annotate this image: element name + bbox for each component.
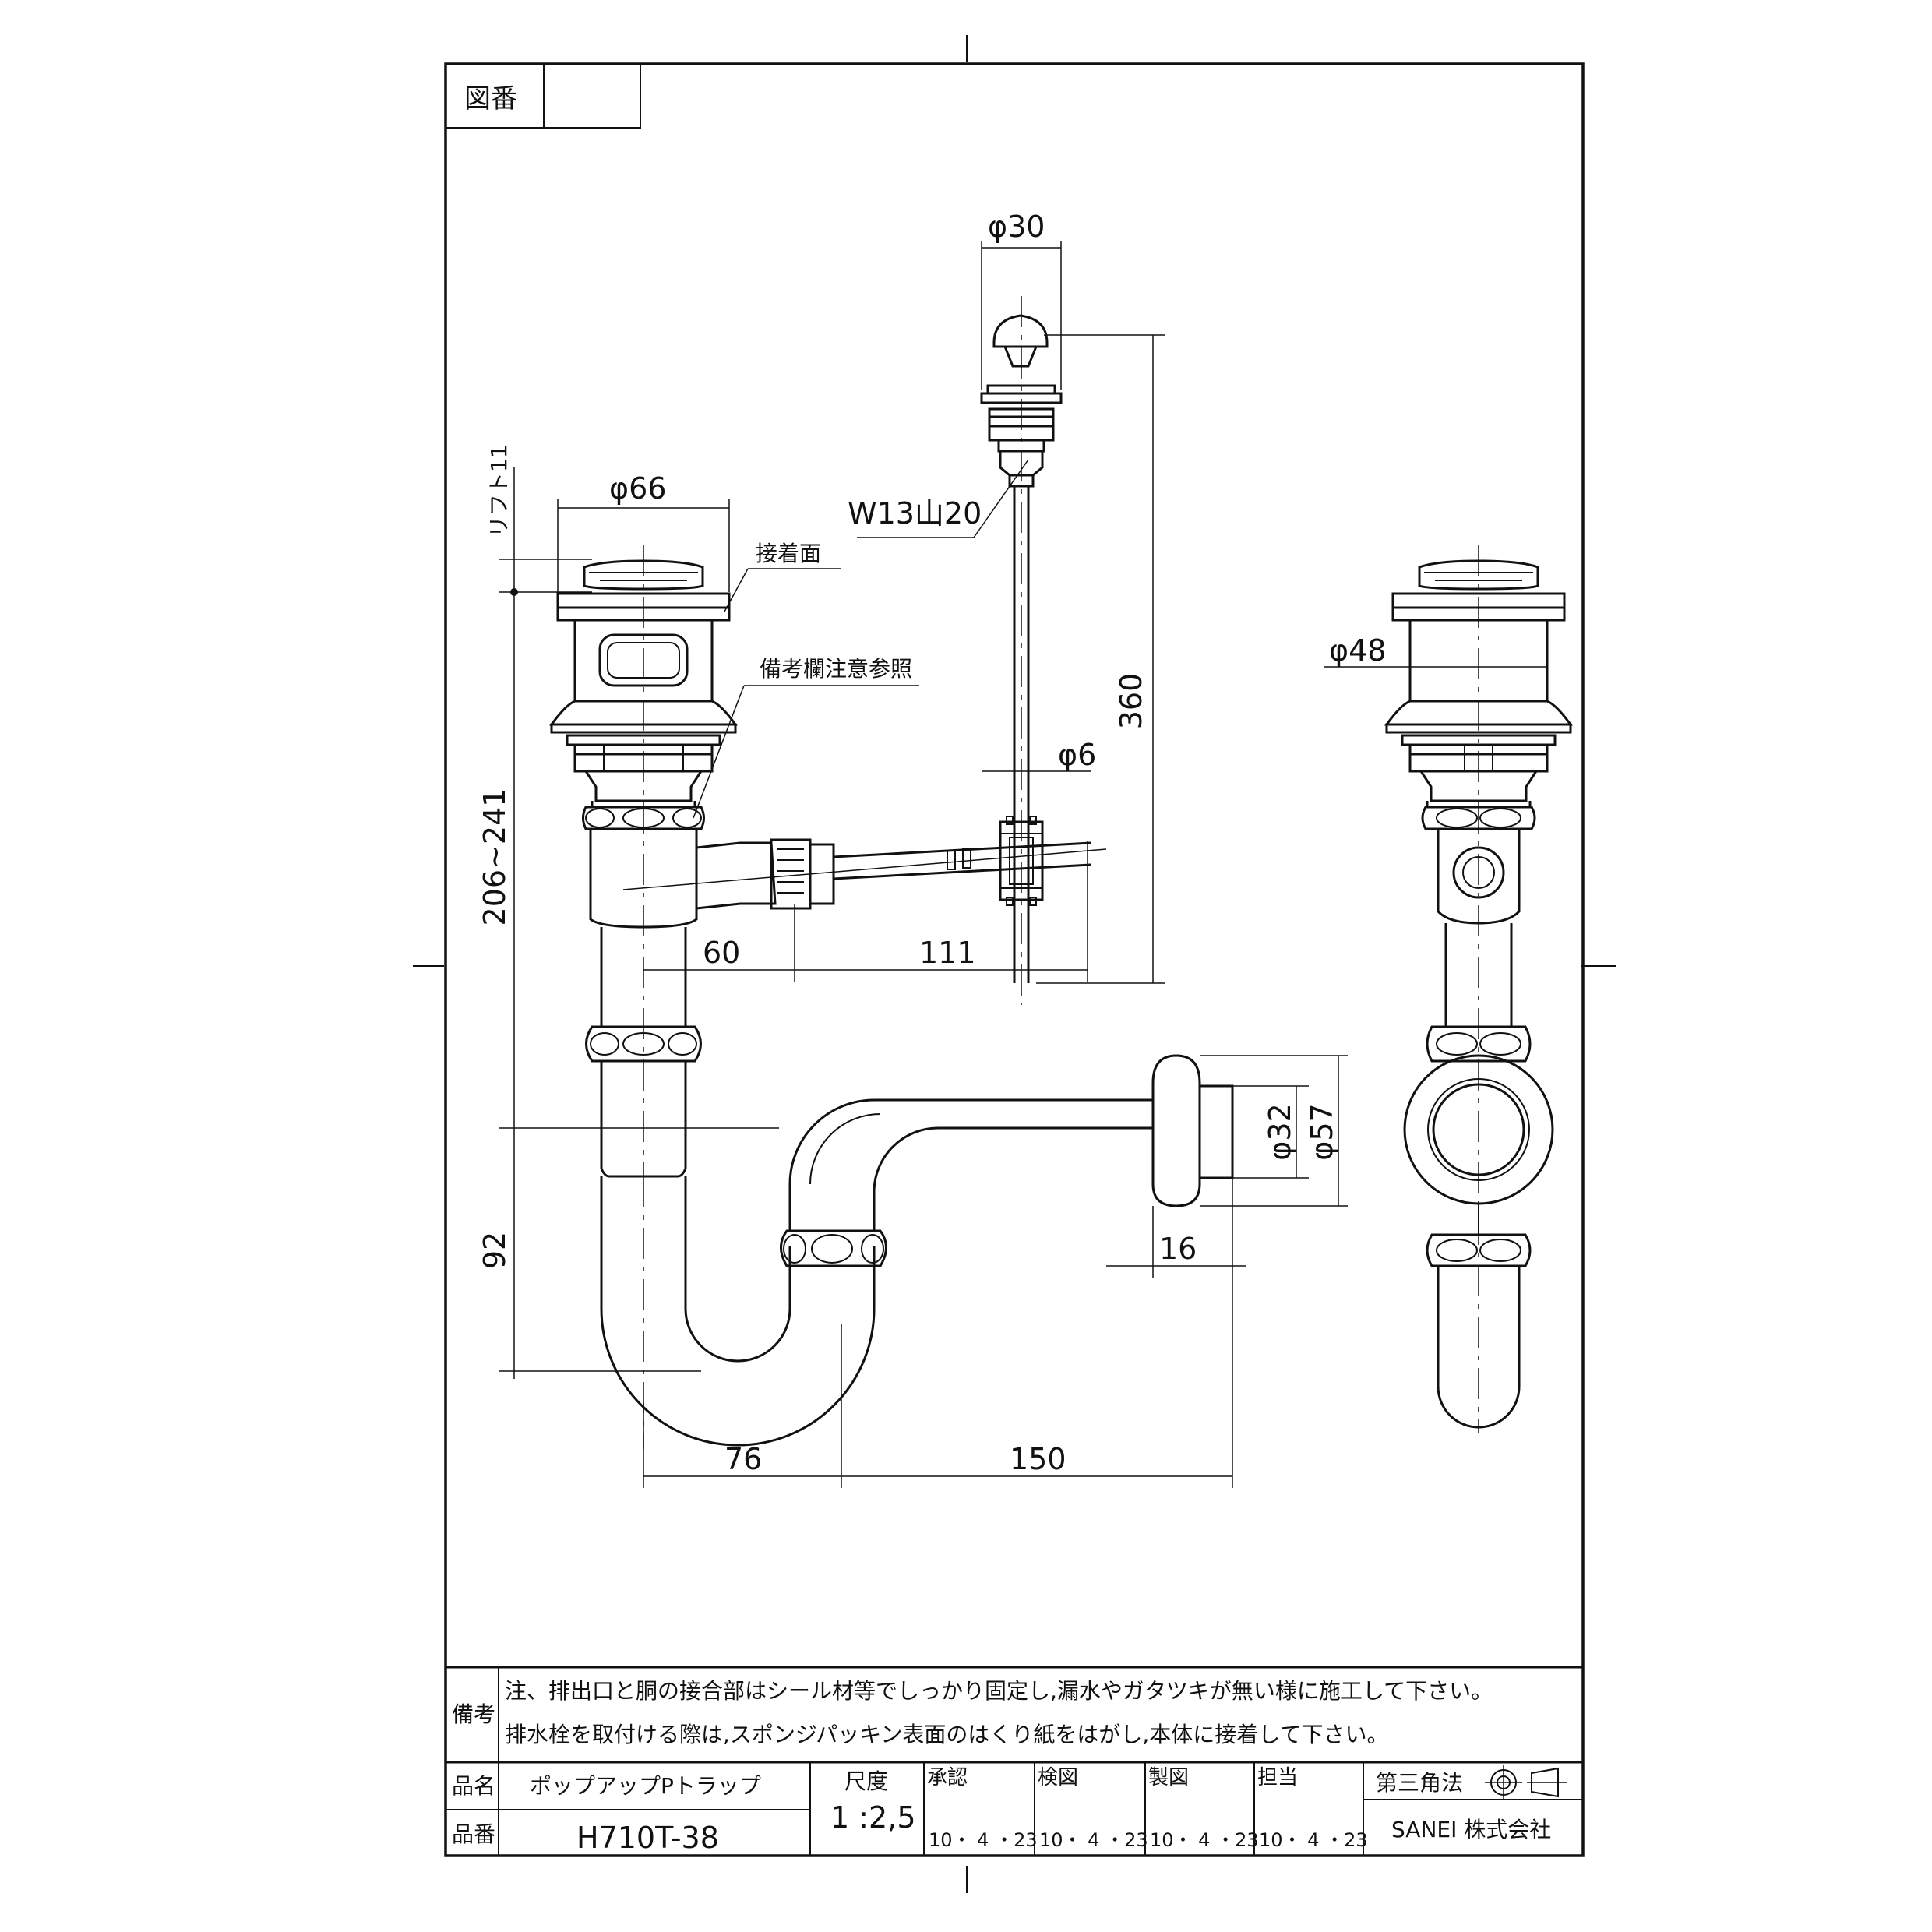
dim-60: 60 [703, 936, 740, 970]
scale-value: 1 :2,5 [830, 1800, 916, 1835]
part-no: H710T-38 [576, 1821, 719, 1855]
projection-symbol-icon [1485, 1765, 1567, 1800]
drawing-frame [444, 62, 1585, 1857]
dim-phi66: φ66 [609, 471, 666, 506]
dim-phi30: φ30 [988, 210, 1045, 244]
charge-label: 担当 [1257, 1766, 1298, 1789]
dim-360: 360 [1114, 673, 1148, 730]
inspect-label: 検図 [1038, 1766, 1078, 1789]
approve-date: 10・ 4 ・23 [929, 1829, 1038, 1851]
note-adhesive: 接着面 [756, 541, 821, 566]
dim-phi57: φ57 [1305, 1103, 1339, 1160]
dim-76: 76 [724, 1442, 762, 1476]
popup-rod [980, 296, 1063, 1005]
dim-lift: リフト11 [486, 444, 512, 538]
drawing-number-box: 図番 [445, 63, 641, 129]
approve-label: 承認 [927, 1766, 968, 1789]
dimension-lines [499, 242, 1547, 1488]
inspect-date: 10・ 4 ・23 [1039, 1829, 1148, 1851]
dim-150: 150 [1010, 1442, 1066, 1476]
part-no-label: 品番 [452, 1821, 495, 1847]
drawing-number-label: 図番 [464, 83, 517, 115]
dim-height-range: 206~241 [478, 788, 512, 926]
draft-date: 10・ 4 ・23 [1150, 1829, 1259, 1851]
scale-label: 尺度 [844, 1768, 888, 1794]
wall-flange [1151, 1054, 1234, 1208]
dim-16: 16 [1159, 1232, 1197, 1266]
projection-label: 第三角法 [1376, 1770, 1463, 1796]
dim-thread: W13山20 [848, 496, 982, 531]
dim-phi32: φ32 [1263, 1103, 1297, 1160]
drain-neck [582, 770, 705, 830]
name-label: 品名 [452, 1773, 495, 1799]
dim-phi6: φ6 [1058, 738, 1096, 772]
dim-92: 92 [478, 1232, 512, 1269]
u-bend [600, 1098, 1153, 1449]
centering-marks [413, 35, 1616, 1893]
draft-label: 製図 [1148, 1766, 1189, 1789]
main-view [549, 545, 1234, 1449]
dim-111: 111 [919, 936, 976, 970]
remarks-line-1: 注、排出口と胴の接合部はシール材等でしっかり固定し,漏水やガタツキが無い様に施工… [505, 1678, 1493, 1704]
product-name: ポップアップPトラップ [530, 1773, 761, 1799]
remarks-label: 備考 [452, 1701, 495, 1727]
company-name: SANEI 株式会社 [1391, 1817, 1551, 1842]
remarks-line-2: 排水栓を取付ける際は,スポンジパッキン表面のはくり紙をはがし,本体に接着して下さ… [505, 1722, 1388, 1747]
charge-date: 10・ 4 ・23 [1259, 1829, 1368, 1851]
tee-body [589, 829, 1107, 929]
side-view [1384, 545, 1573, 1433]
dimension-texts: φ30 360 φ66 W13山20 リフト11 206~241 92 φ6 6… [478, 210, 1386, 1476]
dim-phi48: φ48 [1329, 633, 1386, 668]
drain-body [549, 620, 738, 773]
title-block: 備考 注、排出口と胴の接合部はシール材等でしっかり固定し,漏水やガタツキが無い様… [446, 1666, 1583, 1856]
drain-cap [556, 559, 731, 622]
note-see-remarks: 備考欄注意参照 [760, 656, 912, 682]
